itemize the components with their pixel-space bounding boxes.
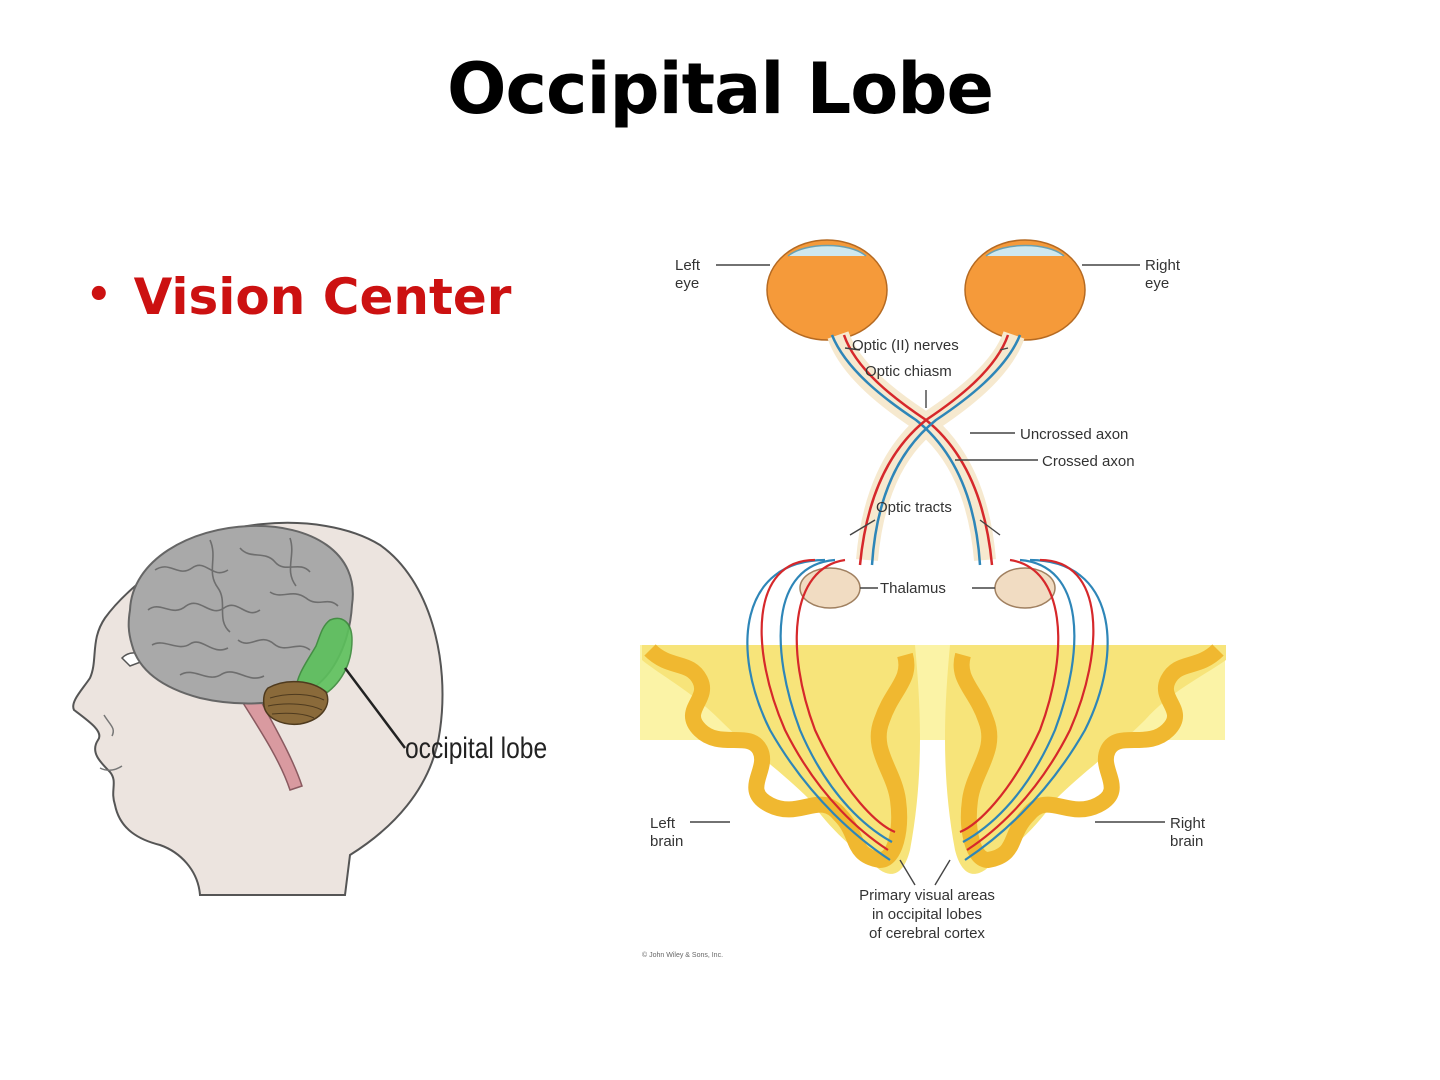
left-eye [766,239,888,341]
cerebellum-lines [267,693,325,719]
bullet-dot: • [86,272,112,318]
label-left-eye-2: eye [675,275,699,292]
label-left-brain-2: brain [650,833,683,850]
axon-lines [830,334,1022,566]
right-eye [964,239,1086,341]
brain-folds [147,537,339,679]
label-optic-tracts: Optic tracts [876,499,952,516]
right-hemisphere [945,645,1226,874]
pathway-leaders [690,264,1165,886]
mouth-mark [99,765,123,771]
optic-radiations [746,558,1109,861]
label-optic-nerves: Optic (II) nerves [852,337,959,354]
label-right-brain-1: Right [1170,815,1206,832]
bullet-point: • Vision Center [86,268,511,326]
occipital-leader-line [344,667,406,749]
head-brain-diagram: occipital lobe [72,521,547,896]
label-left-brain-1: Left [650,815,676,832]
label-crossed-axon: Crossed axon [1042,453,1135,470]
label-right-brain-2: brain [1170,833,1203,850]
label-left-eye-1: Left [675,257,701,274]
copyright-notice: © John Wiley & Sons, Inc. [642,951,723,959]
label-thalamus: Thalamus [880,580,946,597]
right-optic-nerve [856,330,1025,561]
left-thalamus [799,567,861,609]
right-gyri [953,643,1224,868]
right-thalamus [994,567,1056,609]
label-optic-chiasm: Optic chiasm [865,363,952,380]
label-right-eye-2: eye [1145,275,1169,292]
slide-title: Occipital Lobe [447,48,994,130]
occipital-lobe-label: occipital lobe [405,731,547,765]
label-primary-visual-2: in occipital lobes [872,906,982,923]
label-uncrossed-axon: Uncrossed axon [1020,426,1128,443]
label-primary-visual-3: of cerebral cortex [869,925,985,942]
left-gyri [644,643,915,868]
label-right-eye-1: Right [1145,257,1181,274]
bullet-text: Vision Center [133,268,512,326]
nose-mark [103,714,115,737]
visual-pathway-diagram: Left eye Right eye Optic (II) nerves Opt… [640,239,1226,959]
label-primary-visual-1: Primary visual areas [859,887,995,904]
